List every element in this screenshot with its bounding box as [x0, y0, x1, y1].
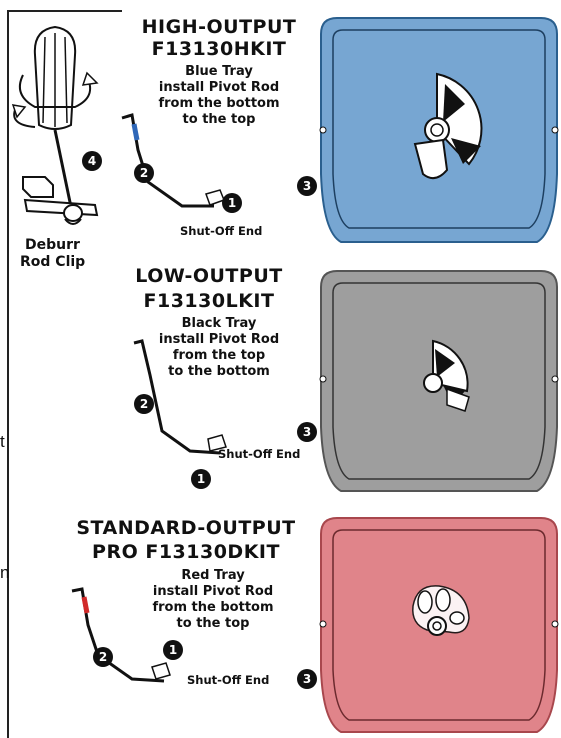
- screwdriver-deburr-illustration: [11, 25, 99, 225]
- low-desc-line4: to the bottom: [168, 364, 270, 379]
- step-4-badge: 4: [82, 151, 102, 171]
- std-step-2-badge: 2: [93, 647, 113, 667]
- deburr-caption-line2: Rod Clip: [20, 254, 86, 270]
- std-title-line2: PRO F13130DKIT: [92, 541, 280, 563]
- std-desc-line1: Red Tray: [181, 568, 245, 583]
- std-title-line1: STANDARD-OUTPUT: [76, 517, 296, 539]
- high-tray: [319, 17, 559, 243]
- high-step-1-badge: 1: [222, 193, 242, 213]
- high-desc-line3: from the bottom: [158, 96, 280, 111]
- deburr-caption-line1: Deburr: [25, 237, 80, 253]
- low-shutoff-label: Shut-Off End: [218, 447, 301, 461]
- low-title-line2: F13130LKIT: [143, 290, 275, 312]
- frame-left-line: [7, 10, 9, 738]
- high-step-2-badge: 2: [134, 163, 154, 183]
- edge-fragment-1: t: [0, 432, 5, 451]
- std-step-3-badge: 3: [297, 669, 317, 689]
- high-desc-line4: to the top: [182, 112, 256, 127]
- low-tray: [319, 270, 559, 492]
- frame-top-line: [7, 10, 122, 12]
- low-pivot-rod: [133, 339, 227, 455]
- std-desc-line3: from the bottom: [152, 600, 274, 615]
- low-desc-line1: Black Tray: [181, 316, 257, 331]
- low-step-2-badge: 2: [134, 394, 154, 414]
- high-desc-line2: install Pivot Rod: [158, 80, 280, 95]
- high-pivot-rod: [121, 113, 225, 208]
- high-desc-line1: Blue Tray: [185, 64, 253, 79]
- std-pivot-rod: [71, 587, 171, 683]
- low-title-line1: LOW-OUTPUT: [135, 265, 283, 287]
- std-tray: [319, 517, 559, 733]
- low-desc-line3: from the top: [172, 348, 266, 363]
- high-step-3-badge: 3: [297, 176, 317, 196]
- std-desc-line2: install Pivot Rod: [152, 584, 274, 599]
- low-desc-line2: install Pivot Rod: [158, 332, 280, 347]
- low-step-3-badge: 3: [297, 422, 317, 442]
- std-step-1-badge: 1: [163, 640, 183, 660]
- edge-fragment-2: n: [0, 563, 10, 582]
- std-shutoff-label: Shut-Off End: [187, 673, 270, 687]
- low-step-1-badge: 1: [191, 469, 211, 489]
- high-title-line2: F13130HKIT: [151, 38, 287, 60]
- high-title-line1: HIGH-OUTPUT: [141, 16, 297, 38]
- std-desc-line4: to the top: [176, 616, 250, 631]
- high-shutoff-label: Shut-Off End: [180, 224, 263, 238]
